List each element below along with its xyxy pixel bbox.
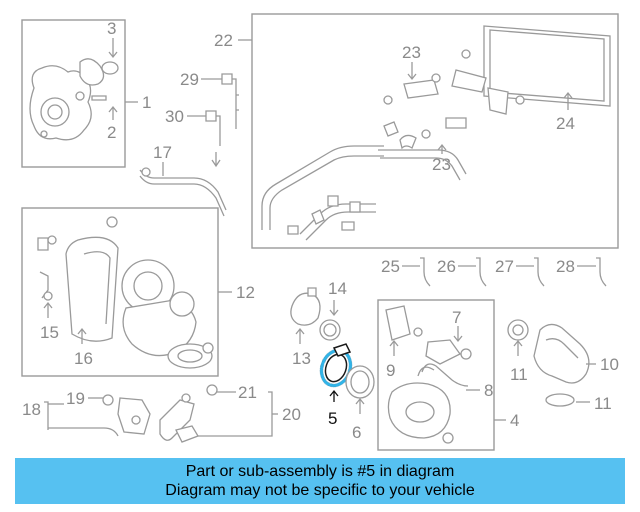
nut-19-drawing	[102, 394, 114, 406]
callout-8[interactable]: 8	[484, 381, 493, 400]
group-12: 12 15 16	[21, 207, 255, 377]
callout-10[interactable]: 10	[600, 355, 619, 374]
callout-22[interactable]: 22	[214, 31, 233, 50]
callout-13[interactable]: 13	[292, 349, 311, 368]
group-4-frame	[377, 299, 495, 451]
callout-29[interactable]: 29	[180, 70, 199, 89]
callout-1[interactable]: 1	[142, 93, 151, 112]
callout-17[interactable]: 17	[153, 143, 172, 162]
clamp-11-drawing	[545, 393, 575, 407]
callout-30[interactable]: 30	[165, 107, 184, 126]
sensor-group: 29 30 17	[139, 70, 239, 217]
valve-7-drawing	[425, 339, 461, 365]
coolant-hoses-drawing	[261, 121, 467, 241]
callout-14[interactable]: 14	[328, 279, 347, 298]
clips-group: 25 26 27 28	[381, 257, 607, 287]
nut-21-drawing	[206, 384, 218, 396]
support-drawing	[159, 399, 195, 441]
group-20: 18 19 21 20	[22, 383, 301, 443]
callout-7[interactable]: 7	[452, 308, 461, 327]
banner-line-part: Part or sub-assembly is #5 in diagram	[185, 463, 455, 480]
clamp-5-lug	[332, 343, 352, 357]
callout-23a[interactable]: 23	[402, 43, 421, 62]
callout-23b[interactable]: 23	[432, 155, 451, 174]
clip-25-drawing	[420, 257, 431, 287]
callout-2[interactable]: 2	[107, 123, 116, 142]
callout-12[interactable]: 12	[236, 283, 255, 302]
callout-28[interactable]: 28	[556, 257, 575, 276]
group-1: 1 3 2	[21, 19, 151, 168]
clamp-13-drawing	[290, 292, 321, 326]
heat-shield-drawing	[65, 236, 119, 342]
pipe-17-drawing	[139, 169, 227, 211]
group-1-frame	[21, 19, 126, 168]
clamp-area: 14 13 5 6	[290, 279, 375, 442]
callout-19[interactable]: 19	[66, 389, 85, 408]
callout-5[interactable]: 5	[328, 409, 337, 428]
callout-21[interactable]: 21	[238, 383, 257, 402]
bracket-9-drawing	[385, 305, 411, 341]
info-banner: Part or sub-assembly is #5 in diagram Di…	[15, 458, 625, 504]
bolt-drawing	[106, 216, 118, 228]
group-22: 22 24 23 23	[214, 13, 619, 249]
callout-11b[interactable]: 11	[594, 394, 612, 413]
pipe-10-group: 11 10 11	[507, 319, 619, 413]
turbocharger-drawing	[121, 259, 214, 369]
callout-6[interactable]: 6	[352, 423, 361, 442]
callout-11a[interactable]: 11	[510, 365, 528, 384]
gasket-drawing	[79, 58, 105, 86]
pipe-10-drawing	[533, 323, 590, 384]
callout-25[interactable]: 25	[381, 257, 400, 276]
callout-3[interactable]: 3	[107, 19, 116, 38]
callout-26[interactable]: 26	[437, 257, 456, 276]
callout-20[interactable]: 20	[282, 405, 301, 424]
callout-24[interactable]: 24	[556, 114, 575, 133]
callout-16[interactable]: 16	[74, 349, 93, 368]
pump-body-drawing	[29, 65, 92, 141]
hose-8-drawing	[421, 363, 469, 387]
callout-15[interactable]: 15	[40, 323, 59, 342]
callout-18[interactable]: 18	[22, 400, 41, 419]
exploded-parts-diagram: 1 3 2 29 30 17	[21, 13, 619, 451]
group-4: 4 9 7 8	[377, 299, 519, 451]
callout-4[interactable]: 4	[510, 411, 519, 430]
group-22-frame	[251, 13, 619, 249]
callout-9[interactable]: 9	[386, 361, 395, 380]
callout-27[interactable]: 27	[495, 257, 514, 276]
banner-line-disclaimer: Diagram may not be specific to your vehi…	[165, 482, 475, 499]
